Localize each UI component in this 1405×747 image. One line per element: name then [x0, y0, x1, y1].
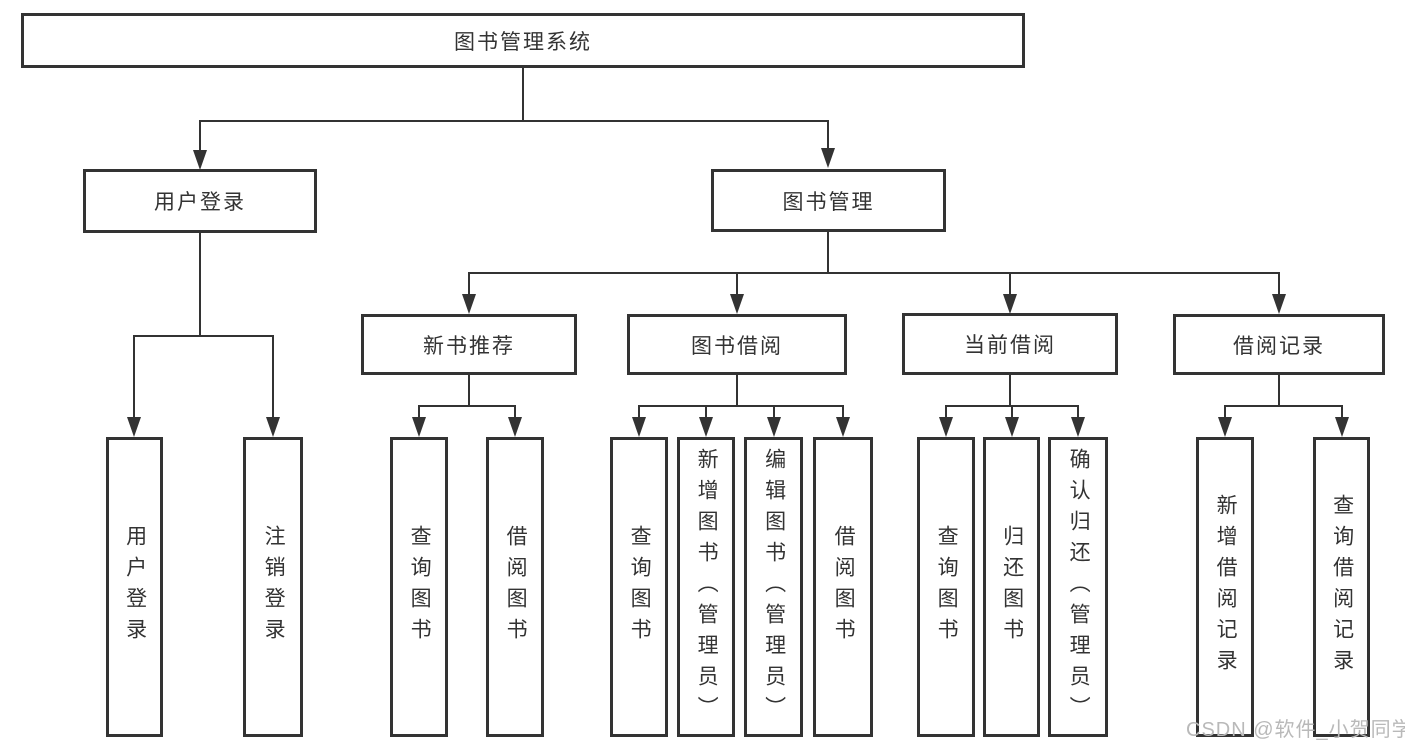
node-label: 图书管理: [782, 190, 875, 214]
connector-vline: [1224, 405, 1226, 419]
node-label: 当前借阅: [964, 334, 1056, 357]
connector-vline: [468, 375, 470, 407]
connector-hline: [1224, 405, 1343, 407]
connector-vline: [1011, 405, 1013, 419]
leaf-label: 确认归还（管理员）: [1067, 447, 1091, 727]
leaf-label: 用户登录: [123, 525, 147, 649]
connector-vline: [736, 375, 738, 407]
node-borrowing-records: 借阅记录: [1173, 314, 1385, 375]
leaf-label: 查询图书: [628, 525, 652, 649]
leaf-edit-books-admin: 编辑图书（管理员）: [744, 437, 803, 737]
watermark: CSDN @软件_小贺同学: [1186, 719, 1405, 741]
connector-vline: [199, 120, 201, 152]
node-book-borrowing: 图书借阅: [627, 314, 847, 375]
leaf-label: 查询借阅记录: [1330, 494, 1354, 680]
arrow-down-icon: [127, 417, 141, 437]
node-new-book-recommendation: 新书推荐: [361, 314, 577, 375]
arrow-down-icon: [730, 294, 744, 314]
leaf-label: 新增借阅记录: [1214, 494, 1238, 680]
arrow-down-icon: [821, 148, 835, 168]
leaf-borrow-books-1: 借阅图书: [486, 437, 544, 737]
connector-vline: [272, 335, 274, 417]
node-label: 借阅记录: [1233, 334, 1325, 358]
leaf-label: 编辑图书（管理员）: [762, 447, 786, 727]
leaf-add-borrowing-record: 新增借阅记录: [1196, 437, 1254, 737]
connector-vline: [638, 405, 640, 419]
arrow-down-icon: [632, 417, 646, 437]
node-library-management-system: 图书管理系统: [21, 13, 1025, 68]
leaf-label: 查询图书: [935, 525, 959, 649]
arrow-down-icon: [1003, 294, 1017, 314]
connector-vline: [468, 272, 470, 295]
leaf-query-borrowing-record: 查询借阅记录: [1313, 437, 1370, 737]
connector-hline: [418, 405, 516, 407]
connector-vline: [1341, 405, 1343, 419]
node-current-borrowing: 当前借阅: [902, 313, 1118, 375]
arrow-down-icon: [836, 417, 850, 437]
arrow-down-icon: [508, 417, 522, 437]
connector-vline: [842, 405, 844, 419]
connector-vline: [133, 335, 135, 417]
arrow-down-icon: [266, 417, 280, 437]
leaf-add-books-admin: 新增图书（管理员）: [677, 437, 735, 737]
connector-vline: [705, 405, 707, 419]
connector-vline: [1009, 272, 1011, 295]
arrow-down-icon: [767, 417, 781, 437]
leaf-user-login: 用户登录: [106, 437, 163, 737]
node-label: 图书借阅: [691, 334, 783, 358]
connector-vline: [1278, 272, 1280, 295]
leaf-return-books: 归还图书: [983, 437, 1040, 737]
leaf-label: 归还图书: [1000, 525, 1024, 649]
leaf-query-books-3: 查询图书: [917, 437, 975, 737]
connector-vline: [827, 232, 829, 274]
arrow-down-icon: [1272, 294, 1286, 314]
leaf-query-books-2: 查询图书: [610, 437, 668, 737]
connector-hline: [468, 272, 1280, 274]
connector-vline: [199, 233, 201, 337]
connector-hline: [638, 405, 844, 407]
connector-vline: [736, 272, 738, 295]
connector-vline: [1278, 375, 1280, 407]
arrow-down-icon: [412, 417, 426, 437]
connector-hline: [133, 335, 274, 337]
node-book-management: 图书管理: [711, 169, 946, 232]
leaf-label: 新增图书（管理员）: [695, 447, 719, 727]
arrow-down-icon: [193, 150, 207, 170]
leaf-label: 注销登录: [262, 525, 286, 649]
leaf-label: 查询图书: [408, 525, 432, 649]
arrow-down-icon: [462, 294, 476, 314]
node-label: 图书管理系统: [454, 30, 592, 54]
connector-vline: [827, 120, 829, 150]
connector-vline: [1077, 405, 1079, 419]
node-user-login: 用户登录: [83, 169, 317, 233]
leaf-label: 借阅图书: [832, 525, 856, 649]
connector-vline: [418, 405, 420, 419]
node-label: 新书推荐: [423, 334, 515, 358]
arrow-down-icon: [699, 417, 713, 437]
arrow-down-icon: [1005, 417, 1019, 437]
leaf-label: 借阅图书: [504, 525, 528, 649]
connector-vline: [945, 405, 947, 419]
arrow-down-icon: [939, 417, 953, 437]
connector-vline: [1009, 375, 1011, 407]
leaf-borrow-books-2: 借阅图书: [813, 437, 873, 737]
leaf-query-books-1: 查询图书: [390, 437, 448, 737]
connector-vline: [773, 405, 775, 419]
leaf-logout: 注销登录: [243, 437, 303, 737]
arrow-down-icon: [1071, 417, 1085, 437]
arrow-down-icon: [1335, 417, 1349, 437]
connector-vline: [514, 405, 516, 419]
node-label: 用户登录: [154, 191, 246, 214]
connector-hline: [199, 120, 829, 122]
leaf-confirm-return-admin: 确认归还（管理员）: [1048, 437, 1108, 737]
connector-vline: [522, 68, 524, 122]
arrow-down-icon: [1218, 417, 1232, 437]
